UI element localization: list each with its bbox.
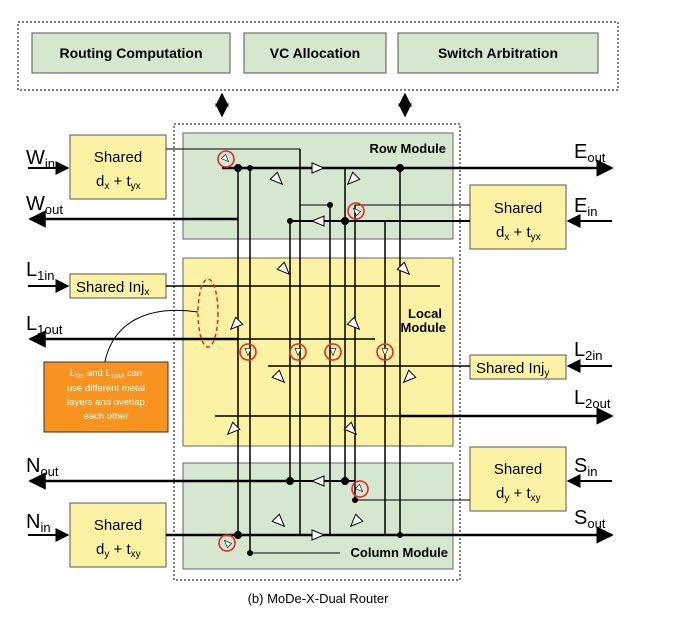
e-in-label: Ein (574, 195, 597, 219)
local-module-label-1: Local (408, 306, 442, 321)
svg-text:dx + tyx: dx + tyx (496, 224, 541, 243)
east-shared-block: Shared dx + tyx (469, 184, 567, 250)
l2-in-label: L2in (574, 339, 602, 363)
svg-text:dx + tyx: dx + tyx (96, 173, 141, 192)
s-in-label: Sin (574, 455, 597, 479)
l1-out-label: L1out (26, 313, 63, 337)
routing-computation-label: Routing Computation (59, 45, 202, 61)
north-shared-block: Shared dy + txy (69, 502, 167, 568)
pipeline-frame (17, 21, 619, 91)
n-out-label: Nout (26, 455, 59, 479)
switch-arbitration-label: Switch Arbitration (438, 45, 558, 61)
svg-text:dy + txy: dy + txy (496, 485, 541, 504)
svg-text:Shared Injy: Shared Injy (476, 360, 549, 379)
figure-caption: (b) MoDe-X-Dual Router (248, 591, 390, 606)
l1-in-label: L1in (26, 259, 54, 283)
svg-text:Shared: Shared (494, 200, 542, 217)
svg-text:L1in and L1out can: L1in and L1out can (70, 368, 143, 380)
shared-inj-y-block: Shared Injy (469, 354, 567, 380)
svg-text:use different metal: use different metal (67, 383, 145, 394)
local-module (182, 257, 454, 447)
svg-text:Shared: Shared (494, 461, 542, 478)
routing-computation-box: Routing Computation (31, 32, 231, 74)
s-out-label: Sout (574, 507, 606, 531)
local-module-label-2: Module (401, 320, 447, 335)
vc-allocation-box: VC Allocation (243, 32, 387, 74)
overlap-ellipse (197, 278, 219, 348)
shared-inj-x-block: Shared Injx (69, 273, 167, 299)
l2-out-label: L2out (574, 387, 611, 411)
metal-layer-note: L1in and L1out can use different metal l… (43, 361, 169, 433)
callout-line (103, 309, 199, 367)
svg-text:Shared: Shared (94, 517, 142, 534)
junction-dots (234, 164, 404, 556)
port-labels: Win Wout L1in L1out Nout Nin Eout Ein L2… (26, 141, 611, 535)
highlight-markers (217, 150, 394, 552)
e-out-label: Eout (574, 141, 606, 165)
switch-arbitration-box: Switch Arbitration (397, 32, 599, 74)
n-in-label: Nin (26, 511, 51, 535)
router-frame (173, 123, 461, 581)
svg-text:Shared: Shared (94, 149, 142, 166)
column-module-label: Column Module (351, 545, 449, 560)
west-shared-block: Shared dx + tyx (69, 134, 167, 200)
svg-text:layers and overlap: layers and overlap (67, 397, 145, 408)
south-shared-block: Shared dy + txy (469, 446, 567, 512)
w-in-label: Win (26, 147, 55, 171)
vc-allocation-label: VC Allocation (270, 45, 361, 61)
svg-text:dy + txy: dy + txy (96, 541, 141, 560)
external-wires (28, 159, 614, 544)
row-module-label: Row Module (369, 141, 446, 156)
svg-text:each other: each other (84, 411, 129, 422)
svg-text:Shared Injx: Shared Injx (76, 279, 149, 298)
w-out-label: Wout (26, 193, 63, 217)
